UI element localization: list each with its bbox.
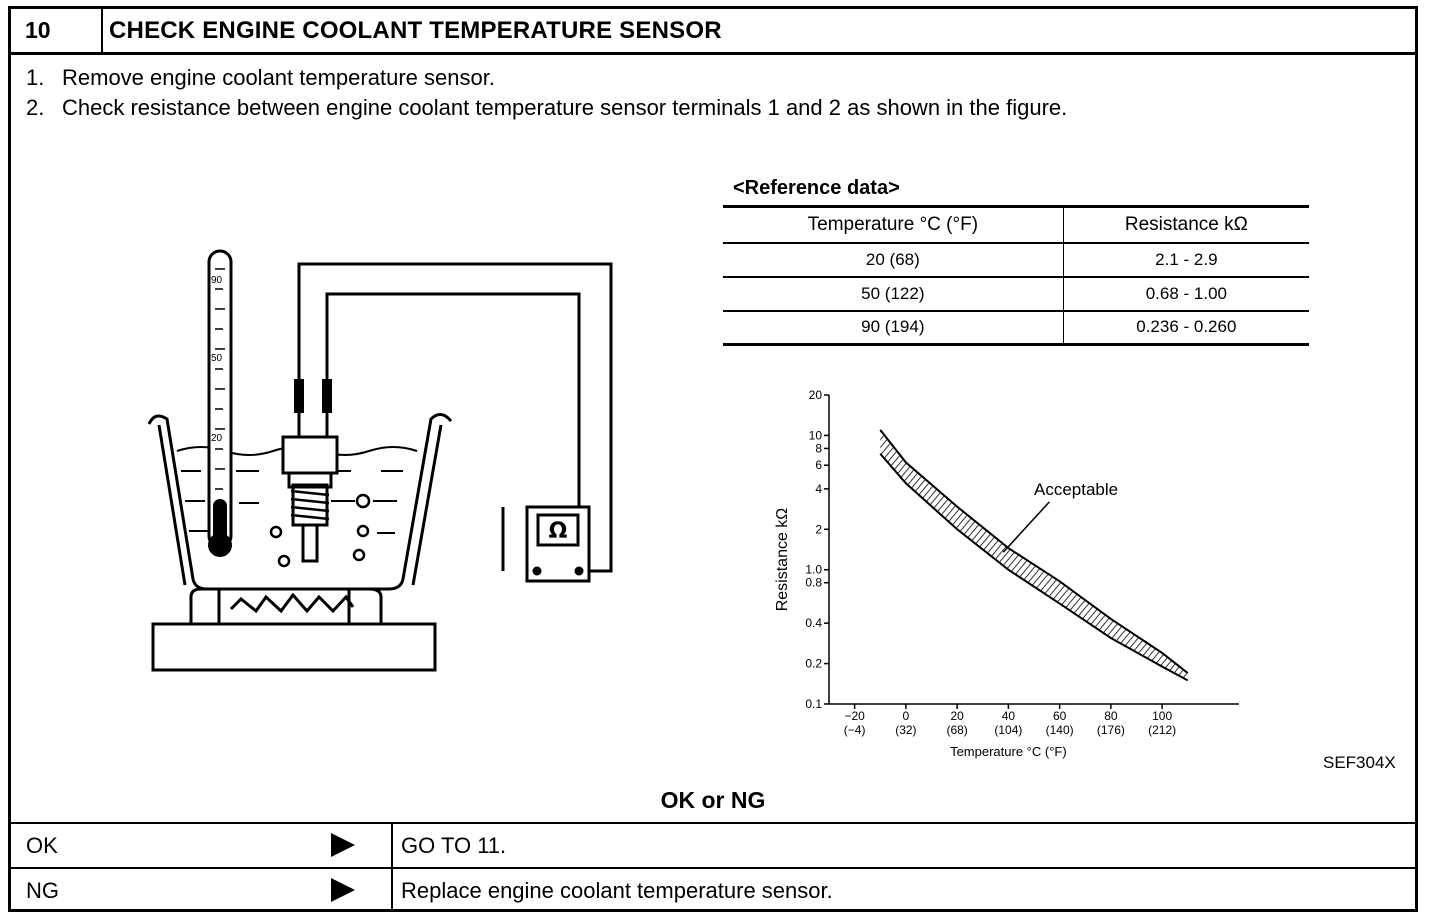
right-arrow-icon (331, 878, 355, 902)
x-tick-label-celsius: 100 (1152, 709, 1172, 723)
y-tick-label: 20 (809, 388, 823, 402)
y-axis-ticks: 20 108 6 4 2 1.00.8 0.4 0.2 0.1 (805, 388, 829, 711)
x-tick-label-fahrenheit: (32) (895, 723, 916, 737)
reference-header-resistance: Resistance kΩ (1063, 205, 1309, 244)
step-title: CHECK ENGINE COOLANT TEMPERATURE SENSOR (109, 17, 722, 44)
y-tick-label: 0.2 (805, 657, 822, 671)
x-tick-label-fahrenheit: (212) (1148, 723, 1176, 737)
x-tick-label-fahrenheit: (104) (994, 723, 1022, 737)
x-tick-label-fahrenheit: (176) (1097, 723, 1125, 737)
y-tick-label: 4 (815, 482, 822, 496)
thermometer-mark-20: 20 (211, 433, 223, 444)
y-tick-label: 0.1 (805, 697, 822, 711)
band-upper-limit-line (879, 429, 1189, 674)
procedure-frame: 10 CHECK ENGINE COOLANT TEMPERATURE SENS… (8, 6, 1418, 912)
reference-header-row: Temperature °C (°F) Resistance kΩ (723, 205, 1309, 244)
reference-header-temperature: Temperature °C (°F) (723, 205, 1064, 244)
right-arrow-icon (331, 833, 355, 857)
step-2-number: 2. (26, 95, 45, 120)
step-number: 10 (11, 9, 103, 52)
instruction-step-1: 1. Remove engine coolant temperature sens… (26, 65, 495, 91)
x-tick-label-celsius: 0 (903, 709, 910, 723)
y-tick-label: 6 (815, 458, 822, 472)
table-cell: 20 (68) (723, 242, 1064, 278)
table-row: 50 (122) 0.68 - 1.00 (723, 276, 1309, 312)
result-action-ng: Replace engine coolant temperature senso… (401, 878, 833, 903)
y-tick-label: 0.8 (805, 576, 822, 590)
x-tick-label-celsius: 60 (1053, 709, 1067, 723)
column-divider (391, 869, 393, 912)
table-row: 90 (194) 0.236 - 0.260 (723, 310, 1309, 346)
x-tick-label-celsius: −20 (844, 709, 865, 723)
table-cell: 90 (194) (723, 310, 1064, 346)
step-1-text: Remove engine coolant temperature sensor… (62, 65, 495, 90)
x-axis-ticks: −20(−4) 0(32) 20(68) 40(104) 60(140) 80(176) 1… (844, 704, 1176, 737)
x-axis-label: Temperature °C (°F) (950, 744, 1067, 759)
table-cell: 50 (122) (723, 276, 1064, 312)
column-divider (391, 824, 393, 867)
annotation-leader-line (1002, 501, 1050, 553)
x-tick-label-fahrenheit: (140) (1046, 723, 1074, 737)
y-tick-label: 8 (815, 441, 822, 455)
x-tick-label-fahrenheit: (−4) (844, 723, 866, 737)
step-header: 10 CHECK ENGINE COOLANT TEMPERATURE SENS… (11, 9, 1415, 55)
y-tick-label: 1.0 (805, 563, 822, 577)
x-tick-label-celsius: 40 (1002, 709, 1016, 723)
sensor-test-illustration: 90 50 20 Ω (147, 249, 613, 672)
acceptable-annotation: Acceptable (1034, 480, 1118, 499)
table-cell: 2.1 - 2.9 (1063, 242, 1309, 278)
y-tick-label: 10 (809, 428, 823, 442)
reference-title: <Reference data> (733, 177, 900, 199)
instruction-step-2: 2. Check resistance between engine coolan… (26, 95, 1067, 121)
thermometer-mark-90: 90 (211, 275, 223, 286)
x-tick-label-celsius: 80 (1104, 709, 1118, 723)
table-cell: 0.236 - 0.260 (1063, 310, 1309, 346)
step-2-text: Check resistance between engine coolant … (62, 95, 1068, 120)
thermometer-mark-50: 50 (211, 353, 223, 364)
reference-table: Temperature °C (°F) Resistance kΩ 20 (68… (723, 205, 1309, 346)
x-tick-label-fahrenheit: (68) (946, 723, 967, 737)
y-tick-label: 2 (815, 522, 822, 536)
acceptable-band-fill (880, 429, 1188, 681)
table-cell: 0.68 - 1.00 (1063, 276, 1309, 312)
result-label-ng: NG (26, 878, 59, 903)
result-row-ok: OK GO TO 11. (11, 822, 1415, 867)
y-tick-label: 0.4 (805, 616, 822, 630)
acceptable-band (879, 429, 1189, 682)
band-lower-limit-line (879, 453, 1189, 682)
step-1-number: 1. (26, 65, 45, 90)
table-row: 20 (68) 2.1 - 2.9 (723, 242, 1309, 278)
result-row-ng: NG Replace engine coolant temperature se… (11, 867, 1415, 912)
ohm-symbol: Ω (549, 519, 568, 544)
y-axis-label: Resistance kΩ (774, 508, 791, 612)
figure-code: SEF304X (1323, 753, 1396, 772)
chart-axes (828, 395, 1239, 705)
result-action-ok: GO TO 11. (401, 833, 507, 858)
x-tick-label-celsius: 20 (950, 709, 964, 723)
result-prompt: OK or NG (660, 787, 766, 813)
result-label-ok: OK (26, 833, 58, 858)
